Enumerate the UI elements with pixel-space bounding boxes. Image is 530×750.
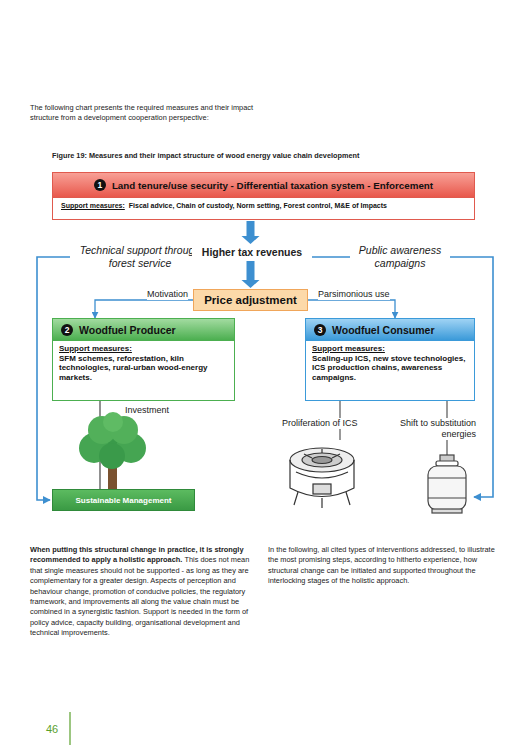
support-label: Support measures: (61, 202, 125, 209)
connector-arrow (95, 300, 193, 318)
level-band: 1 Land tenure/use security - Differential… (52, 172, 475, 220)
node-header: 2 Woodfuel Producer (53, 319, 234, 341)
page-number: 46 (46, 723, 68, 736)
text-column: When putting this structural change in p… (30, 545, 262, 639)
body-text: This does not mean that single measures … (30, 555, 249, 637)
connector-label: Higher tax revenues (192, 246, 312, 259)
flow-note: Technical support through forest service (70, 244, 210, 269)
tree-illustration (79, 412, 146, 490)
connector-label: Investment (125, 405, 169, 416)
stove-illustration (290, 448, 354, 508)
body-text: In the following, all cited types of int… (268, 545, 495, 585)
text-column: In the following, all cited types of int… (268, 545, 500, 587)
support-label: Support measures: (59, 344, 228, 354)
process-box: Price adjustment (193, 289, 308, 311)
node-header: 1 Land tenure/use security - Differential… (53, 173, 474, 198)
block-arrow (242, 261, 260, 288)
connector-line (308, 300, 395, 318)
node-header: 3 Woodfuel Consumer (306, 319, 474, 341)
connector-label: Parsimonious use (318, 289, 390, 300)
flow-note: Shift to substitution energies (384, 418, 476, 440)
node-body: Support measures:SFM schemes, reforestat… (53, 341, 234, 382)
node-heading: Woodfuel Consumer (332, 324, 434, 336)
connector-line (95, 300, 193, 318)
connector-label: Motivation (147, 289, 188, 300)
node-body: Support measures:Scaling-up ICS, new sto… (306, 341, 474, 382)
flow-note: Proliferation of ICS (282, 418, 382, 429)
actor-panel: 2 Woodfuel ProducerSupport measures:SFM s… (52, 318, 235, 401)
feedback-line (300, 257, 493, 497)
node-text: Price adjustment (204, 294, 297, 306)
node-text: Sustainable Management (75, 496, 171, 505)
connector-arrow (308, 300, 395, 318)
node-body: Support measures: Fiscal advice, Chain of… (53, 198, 474, 209)
node-heading: Woodfuel Producer (79, 324, 176, 336)
support-text: Fiscal advice, Chain of custody, Norm se… (129, 202, 387, 209)
support-text: SFM schemes, reforestation, kiln technol… (59, 354, 207, 382)
block-arrow (242, 221, 260, 244)
figure-caption: Figure 19: Measures and their impact str… (52, 151, 492, 161)
intro-text: The following chart presents the require… (30, 103, 264, 124)
callout-number: 3 (314, 324, 326, 336)
actor-panel: 3 Woodfuel ConsumerSupport measures:Scali… (305, 318, 475, 401)
gas-cylinder-illustration (428, 455, 466, 513)
callout-number: 1 (94, 179, 106, 191)
node-heading: Land tenure/use security - Differential … (112, 180, 433, 191)
page-rule (69, 712, 70, 745)
callout-number: 2 (61, 324, 73, 336)
support-text: Scaling-up ICS, new stove technologies, … (312, 354, 465, 382)
outcome-box: Sustainable Management (52, 489, 195, 511)
support-label: Support measures: (312, 344, 468, 354)
flow-note: Public awareness campaigns (350, 244, 450, 269)
